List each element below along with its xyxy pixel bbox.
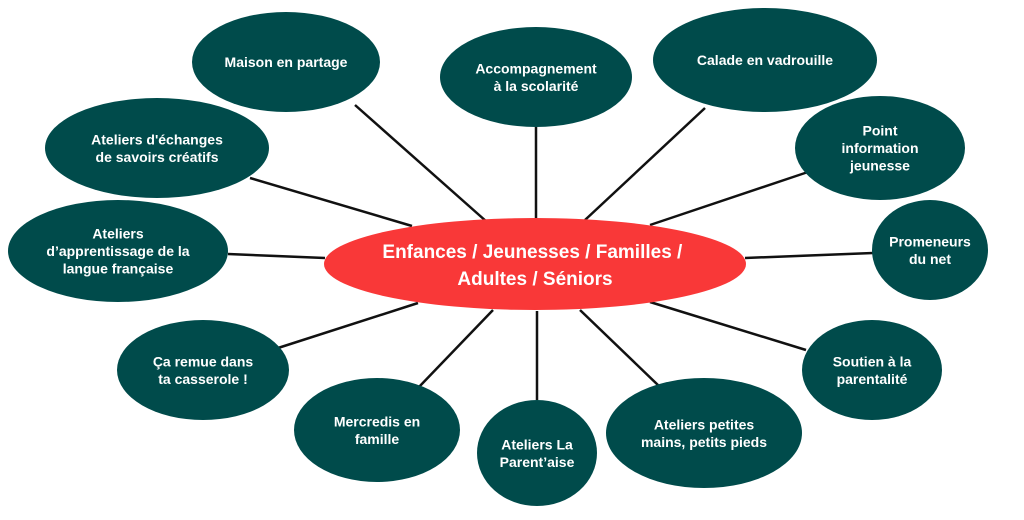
node-label-line: Ateliers La xyxy=(501,436,573,452)
node-label-line: à la scolarité xyxy=(494,78,579,94)
node-mercredis-en-famille: Mercredis en famille xyxy=(294,378,460,482)
node-label-line: Promeneurs xyxy=(889,233,971,249)
node-label-line: de savoirs créatifs xyxy=(96,149,219,165)
node-ateliers-petites-mains: Ateliers petites mains, petits pieds xyxy=(606,378,802,488)
node-label-line: jeunesse xyxy=(849,158,910,174)
node-label-line: famille xyxy=(355,431,400,447)
node-label: Accompagnement à la scolarité xyxy=(475,60,597,94)
connector-line xyxy=(579,309,661,388)
connector-line xyxy=(649,170,809,227)
node-label-line: Ateliers d'échanges xyxy=(91,131,223,147)
node-label-line: mains, petits pieds xyxy=(641,434,767,450)
connector-line xyxy=(584,107,706,221)
node-label-line: Ça remue dans xyxy=(153,353,254,369)
node-label: Ateliers d'échanges de savoirs créatifs xyxy=(91,131,223,165)
node-ellipse xyxy=(606,378,802,488)
node-ellipse xyxy=(653,8,877,112)
node-label: Ateliers petites mains, petits pieds xyxy=(641,416,767,450)
node-label-line: Parent’aise xyxy=(500,454,575,470)
node-ellipse xyxy=(192,12,380,112)
node-label-line: Mercredis en xyxy=(334,413,420,429)
center-node: Enfances / Jeunesses / Familles / Adulte… xyxy=(324,218,746,310)
node-label-line: Soutien à la xyxy=(833,353,912,369)
center-label-line: Enfances / Jeunesses / Familles / xyxy=(382,242,683,263)
node-label-line: langue française xyxy=(63,261,174,277)
node-label-line: parentalité xyxy=(837,371,908,387)
node-ellipse xyxy=(294,378,460,482)
node-label: Maison en partage xyxy=(225,54,348,70)
node-label-line: Ateliers xyxy=(92,226,144,242)
node-label-line: Ateliers petites xyxy=(654,416,755,432)
node-label-line: Calade en vadrouille xyxy=(697,52,833,68)
connector-line xyxy=(649,300,807,352)
node-ellipse xyxy=(440,27,632,127)
nodes: Maison en partage Accompagnement à la scol… xyxy=(8,8,988,506)
node-ellipse xyxy=(45,98,269,198)
node-label-line: Maison en partage xyxy=(225,54,348,70)
node-ellipse xyxy=(8,200,228,302)
node-ateliers-echanges-savoirs: Ateliers d'échanges de savoirs créatifs xyxy=(45,98,269,198)
connector-line xyxy=(249,176,413,228)
center-label-line: Adultes / Séniors xyxy=(457,269,612,290)
connector-line xyxy=(417,309,494,389)
node-accompagnement-scolarite: Accompagnement à la scolarité xyxy=(440,27,632,127)
connector-line xyxy=(354,104,488,223)
node-soutien-parentalite: Soutien à la parentalité xyxy=(802,320,942,420)
node-ellipse xyxy=(477,400,597,506)
node-ellipse xyxy=(802,320,942,420)
node-label: Mercredis en famille xyxy=(334,413,420,447)
node-label-line: ta casserole ! xyxy=(158,371,248,387)
node-ateliers-la-parentaise: Ateliers La Parent’aise xyxy=(477,400,597,506)
node-ca-remue-casserole: Ça remue dans ta casserole ! xyxy=(117,320,289,420)
node-label: Ateliers La Parent’aise xyxy=(500,436,575,470)
node-label-line: du net xyxy=(909,251,951,267)
connector-line xyxy=(744,251,874,260)
node-promeneurs-du-net: Promeneurs du net xyxy=(872,200,988,300)
node-label-line: information xyxy=(842,140,919,156)
node-ellipse xyxy=(117,320,289,420)
node-calade-en-vadrouille: Calade en vadrouille xyxy=(653,8,877,112)
center-ellipse xyxy=(324,218,746,310)
connectors xyxy=(227,104,874,400)
connector-line xyxy=(227,252,326,260)
node-label-line: d’apprentissage de la xyxy=(46,243,189,259)
node-label-line: Accompagnement xyxy=(475,60,597,76)
node-label: Soutien à la parentalité xyxy=(833,353,912,387)
node-ellipse xyxy=(872,200,988,300)
node-label: Promeneurs du net xyxy=(889,233,971,267)
node-label-line: Point xyxy=(863,123,898,139)
node-label: Ça remue dans ta casserole ! xyxy=(153,353,254,387)
node-label: Calade en vadrouille xyxy=(697,52,833,68)
center-label: Enfances / Jeunesses / Familles / Adulte… xyxy=(382,242,687,290)
node-ellipse xyxy=(795,96,965,200)
connector-line xyxy=(277,301,419,350)
node-maison-en-partage: Maison en partage xyxy=(192,12,380,112)
